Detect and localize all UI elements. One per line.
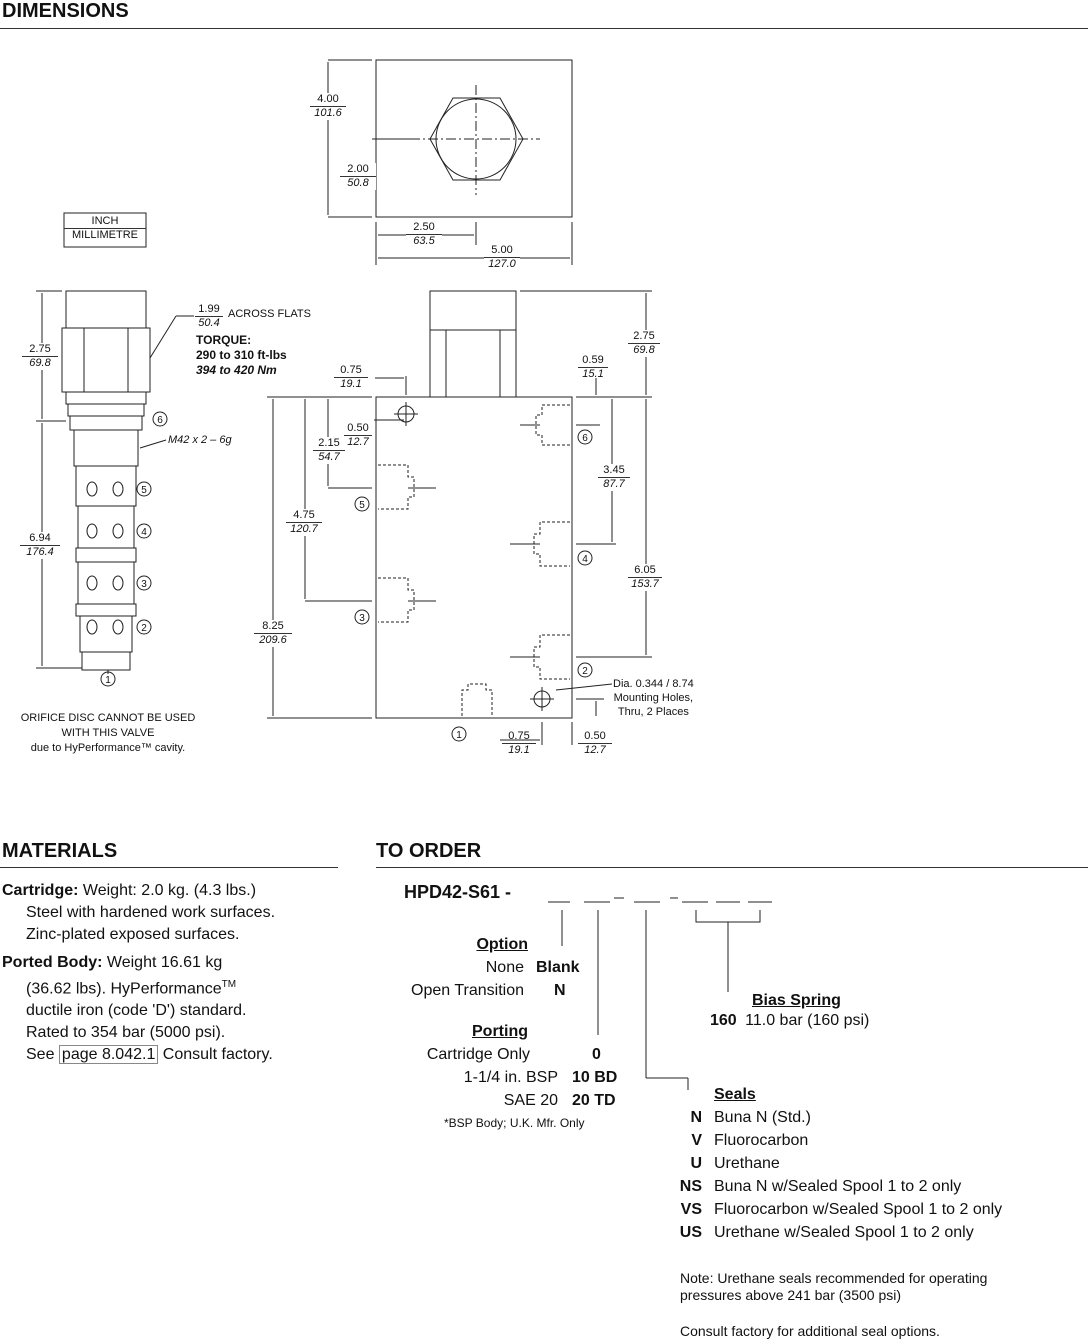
body-port-4-label: 4 — [582, 554, 588, 565]
dimension-drawing: 6 5 4 3 2 1 5 3 6 4 2 1 — [36, 59, 652, 745]
consult-note: Consult factory for additional seal opti… — [680, 1323, 940, 1339]
port-1-label: 1 — [105, 675, 111, 686]
materials-text: Cartridge: Weight: 2.0 kg. (4.3 lbs.) St… — [2, 882, 276, 1065]
torque-block: TORQUE: 290 to 310 ft-lbs 394 to 420 Nm — [196, 333, 287, 377]
across-flats: ACROSS FLATS — [228, 308, 311, 320]
port-6-label: 6 — [157, 415, 163, 426]
page-link[interactable]: page 8.042.1 — [58, 1045, 159, 1065]
bias-block: Bias Spring 160 11.0 bar (160 psi) — [710, 992, 870, 1029]
order-heading: TO ORDER — [376, 840, 482, 862]
port-4-label: 4 — [141, 527, 147, 538]
order-leaders — [548, 897, 772, 1090]
model-code: HPD42-S61 - — [404, 882, 512, 902]
materials-heading: MATERIALS — [2, 840, 118, 862]
port-2-label: 2 — [141, 623, 147, 634]
seal-note: Note: Urethane seals recommended for ope… — [680, 1270, 988, 1303]
port-3-label: 3 — [141, 579, 147, 590]
body-port-2-label: 2 — [582, 666, 588, 677]
dimensions-heading: DIMENSIONS — [2, 0, 129, 22]
thread-label: M42 x 2 – 6g — [168, 434, 232, 446]
port-5-label: 5 — [141, 485, 147, 496]
body-port-3-label: 3 — [359, 613, 365, 624]
dimensions-rule — [0, 28, 1088, 29]
order-rule — [376, 867, 1088, 868]
mounting-note: Dia. 0.344 / 8.74 Mounting Holes, Thru, … — [613, 678, 694, 718]
body-port-6-label: 6 — [582, 433, 588, 444]
body-port-5-label: 5 — [359, 500, 365, 511]
body-port-1-label: 1 — [456, 730, 462, 741]
materials-rule — [0, 867, 338, 868]
orifice-note: ORIFICE DISC CANNOT BE USED WITH THIS VA… — [20, 712, 196, 754]
unit-key: INCH MILLIMETRE — [64, 215, 146, 242]
